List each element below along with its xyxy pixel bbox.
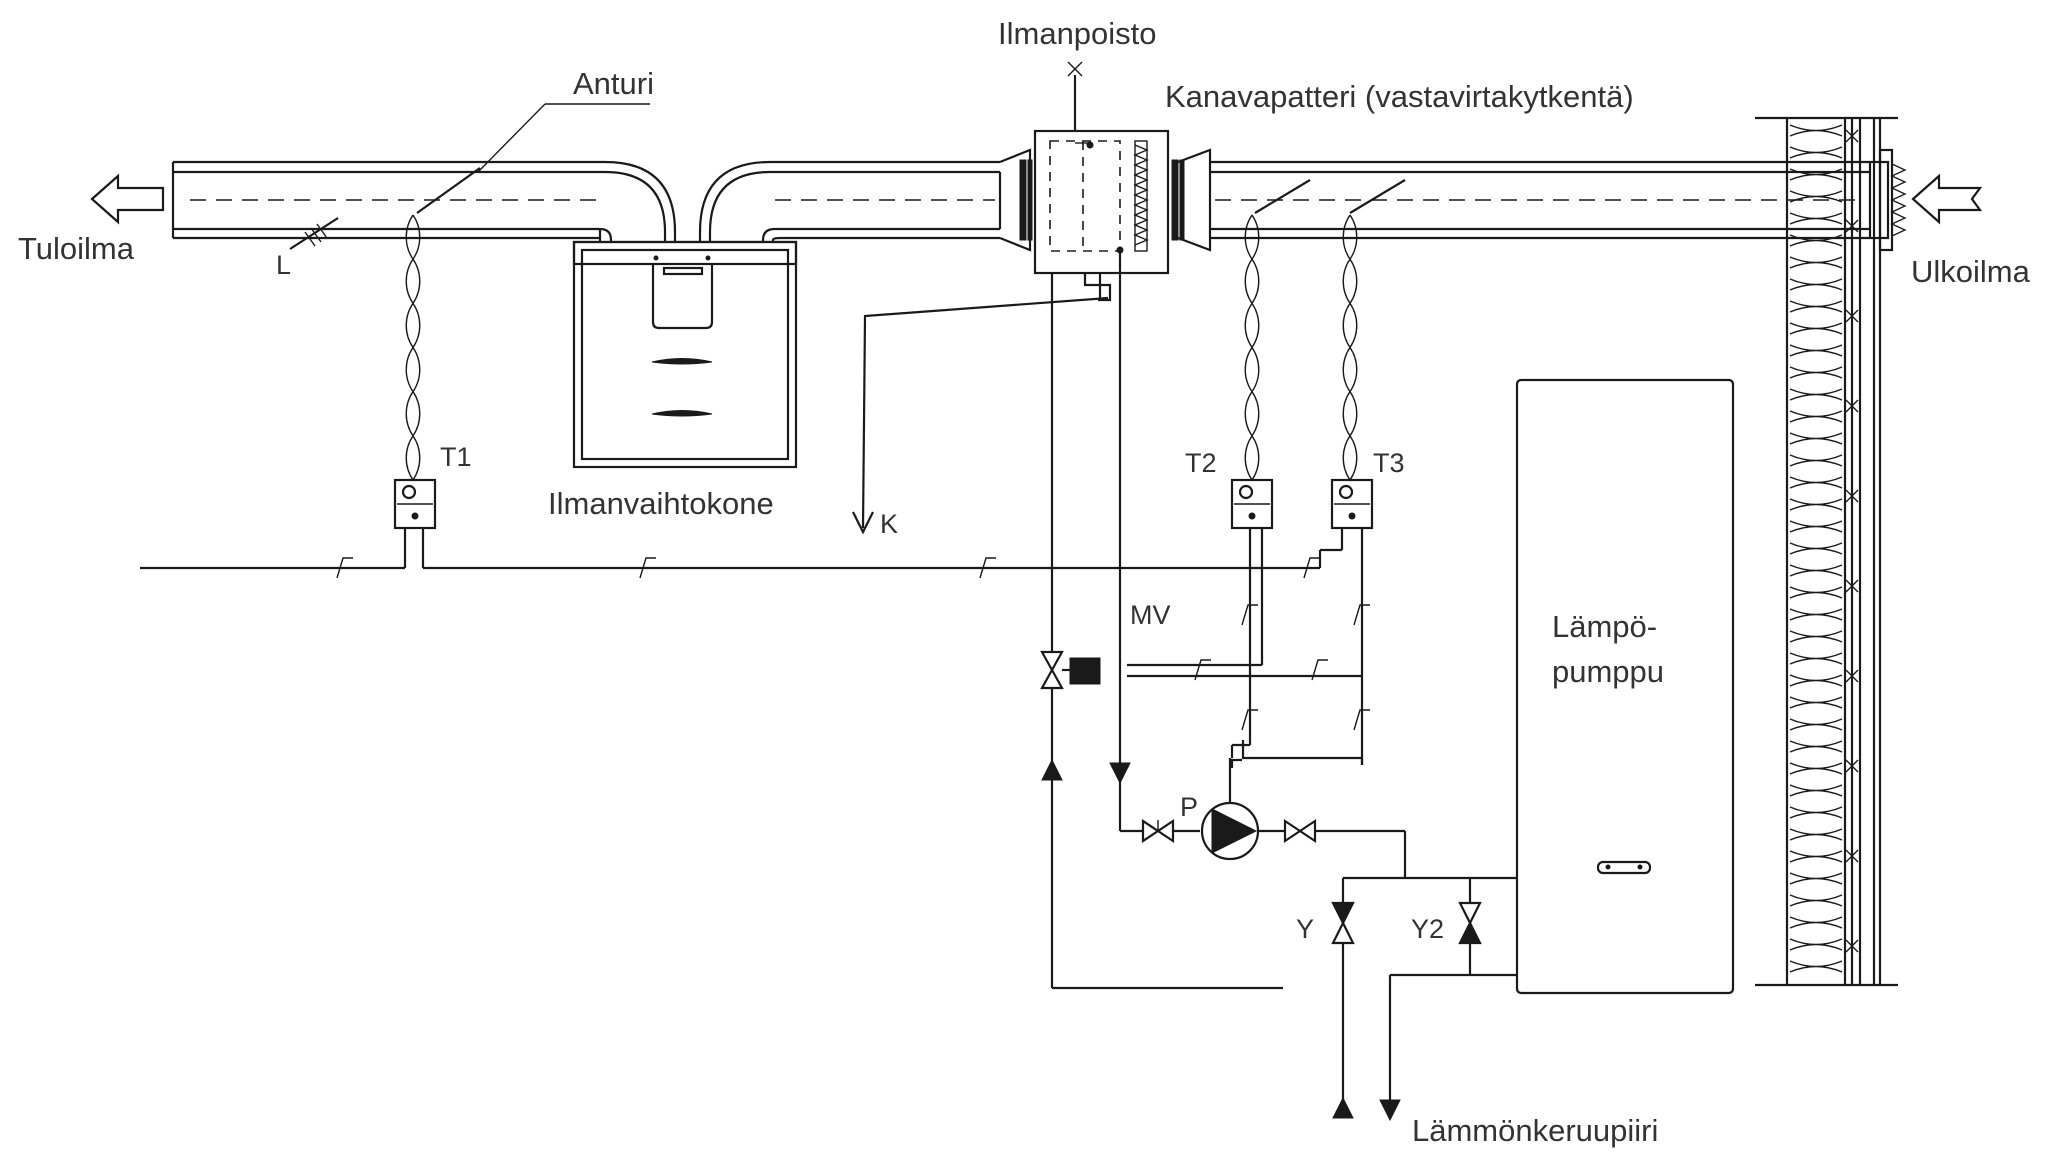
- thermostat-t1-icon: [393, 478, 437, 530]
- T1-label: T1: [440, 442, 472, 472]
- coil-return-pipe: [1118, 253, 1200, 833]
- sensor-probe-t3: [1342, 179, 1406, 481]
- ventilation-unit: [572, 240, 798, 469]
- heat-pump-header: [1331, 876, 1517, 1122]
- Y2-label: Y2: [1411, 914, 1444, 944]
- L-label: L: [276, 250, 291, 280]
- MV-label: MV: [1130, 600, 1171, 630]
- control-bus: [140, 528, 1370, 768]
- pump-icon: [1200, 758, 1260, 861]
- heat-pump-label-1: Lämpö-: [1552, 609, 1657, 644]
- heat-pump-label-2: pumppu: [1552, 654, 1664, 689]
- P-label: P: [1180, 792, 1198, 822]
- outdoor-air-label: Ulkoilma: [1911, 254, 2031, 289]
- outdoor-air-arrow-icon: [1911, 173, 1983, 225]
- valve-icon: [1141, 818, 1175, 844]
- exterior-wall: [1755, 116, 1898, 987]
- Y-label: Y: [1296, 914, 1314, 944]
- duct-coil-label: Kanavapatteri (vastavirtakytkentä): [1165, 79, 1634, 114]
- coil-supply-pipe: [1050, 273, 1283, 990]
- sensor-probe-t2: [1244, 179, 1311, 481]
- middle-duct: [698, 148, 1032, 252]
- up-flow-arrow-icon: [1041, 758, 1063, 781]
- down-flow-arrow-icon: [1109, 762, 1131, 785]
- T2-label: T2: [1185, 448, 1217, 478]
- heat-pump-unit: [1515, 378, 1735, 995]
- ventilation-unit-label: Ilmanvaihtokone: [548, 486, 774, 521]
- sensor-label: Anturi: [573, 66, 654, 101]
- T3-label: T3: [1373, 448, 1405, 478]
- K-label: K: [880, 509, 898, 539]
- duct-coil: [1019, 61, 1185, 302]
- ground-loop-label: Lämmönkeruupiiri: [1412, 1113, 1658, 1148]
- motor-valve-icon: [1040, 650, 1101, 690]
- supply-air-arrow-icon: [90, 173, 165, 225]
- air-vent-label: Ilmanpoisto: [998, 16, 1157, 51]
- thermostat-t2-icon: [1230, 478, 1274, 530]
- sensor-probe-t1: [405, 103, 650, 481]
- condensate-line: [852, 296, 1109, 535]
- supply-duct: [171, 160, 677, 242]
- supply-air-label: Tuloilma: [18, 231, 135, 266]
- L-mark: [289, 217, 339, 250]
- pump-outlet-pipe: [1258, 818, 1407, 878]
- thermostat-t3-icon: [1330, 478, 1374, 530]
